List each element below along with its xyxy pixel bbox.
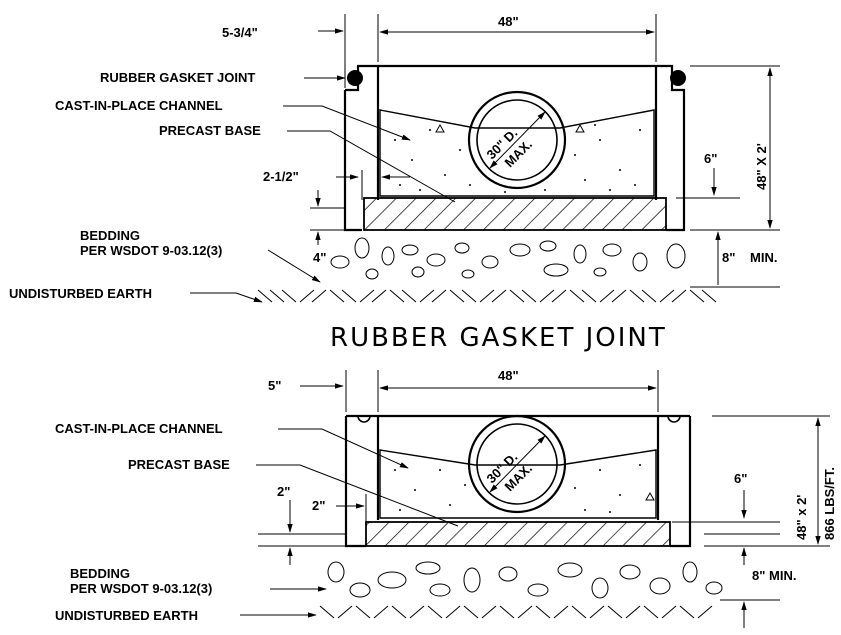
label-base-b: PRECAST BASE <box>128 457 230 472</box>
label-dim-6: 6" <box>704 151 717 166</box>
aggregate-mark-1 <box>435 123 445 133</box>
label-bedding-1: BEDDING <box>80 228 140 243</box>
pipe-inner-b <box>476 423 558 505</box>
label-min: MIN. <box>750 250 777 265</box>
leader-channel <box>283 105 411 141</box>
channel-fill-b <box>379 449 657 519</box>
label-earth-b: UNDISTURBED EARTH <box>55 608 198 623</box>
label-height-b1: 48" x 2' <box>794 495 809 540</box>
left-wall <box>345 64 380 200</box>
label-dim-4: 4" <box>313 250 326 265</box>
pipe-dim <box>489 111 546 169</box>
left-wall-outer-b <box>344 416 366 548</box>
right-wall-outer-b <box>670 416 692 548</box>
label-earth: UNDISTURBED EARTH <box>9 286 152 301</box>
label-dim-8: 8" <box>722 250 735 265</box>
left-wall-outer <box>343 90 362 232</box>
pipe-inner <box>476 99 558 181</box>
aggregate-mark-b <box>645 491 655 501</box>
right-wall-outer <box>656 64 686 232</box>
channel-stipple <box>394 124 641 193</box>
label-bedding-b2: PER WSDOT 9-03.12(3) <box>70 581 212 596</box>
label-inset: 2-1/2" <box>263 169 299 184</box>
label-height-b2: 866 LBS/FT. <box>822 467 837 540</box>
channel-fill <box>379 109 655 197</box>
earth-hatch <box>257 289 717 303</box>
bottom-dim-wall: 5" <box>268 378 281 393</box>
gasket-right <box>670 70 686 86</box>
earth-hatch-b <box>319 605 713 619</box>
precast-base-b <box>365 521 671 547</box>
right-notch-b <box>667 415 681 423</box>
leader-earth-2 <box>235 292 263 303</box>
leader-base-b <box>256 464 459 527</box>
pipe-outer-b <box>467 414 567 514</box>
top-detail: 48" 5-3/4" 30" D. MAX. <box>9 14 780 303</box>
leader-base <box>287 130 456 203</box>
section-title: RUBBER GASKET JOINT <box>330 323 667 353</box>
pipe-outer <box>467 90 567 190</box>
channel-stipple-b <box>394 464 641 513</box>
top-dim-wall: 5-3/4" <box>222 25 258 40</box>
label-height: 48" X 2' <box>754 143 769 190</box>
label-2b: 2" <box>312 498 325 513</box>
precast-base <box>363 197 667 231</box>
label-bedding-b1: BEDDING <box>70 566 130 581</box>
label-2a: 2" <box>277 484 290 499</box>
pipe-dim-b <box>489 435 546 493</box>
label-dim-8-b: 8" MIN. <box>752 568 796 583</box>
leader-bedding <box>267 249 321 283</box>
aggregate-mark-2 <box>575 123 585 133</box>
bottom-detail: 5" 48" 30" D. MAX. CAST-IN-PLACE CHANNEL <box>55 368 837 628</box>
label-gasket: RUBBER GASKET JOINT <box>100 70 255 85</box>
label-bedding-2: PER WSDOT 9-03.12(3) <box>80 243 222 258</box>
top-dim-width: 48" <box>498 14 519 29</box>
label-dim-6-b: 6" <box>734 471 747 486</box>
bedding-gravel <box>330 237 686 280</box>
left-notch-b <box>357 415 371 423</box>
leader-channel-b <box>278 428 409 469</box>
label-channel: CAST-IN-PLACE CHANNEL <box>55 98 223 113</box>
bottom-dim-width: 48" <box>498 368 519 383</box>
gasket-left <box>347 70 363 86</box>
label-channel-b: CAST-IN-PLACE CHANNEL <box>55 421 223 436</box>
bedding-gravel-b <box>327 561 723 599</box>
label-base: PRECAST BASE <box>159 123 261 138</box>
